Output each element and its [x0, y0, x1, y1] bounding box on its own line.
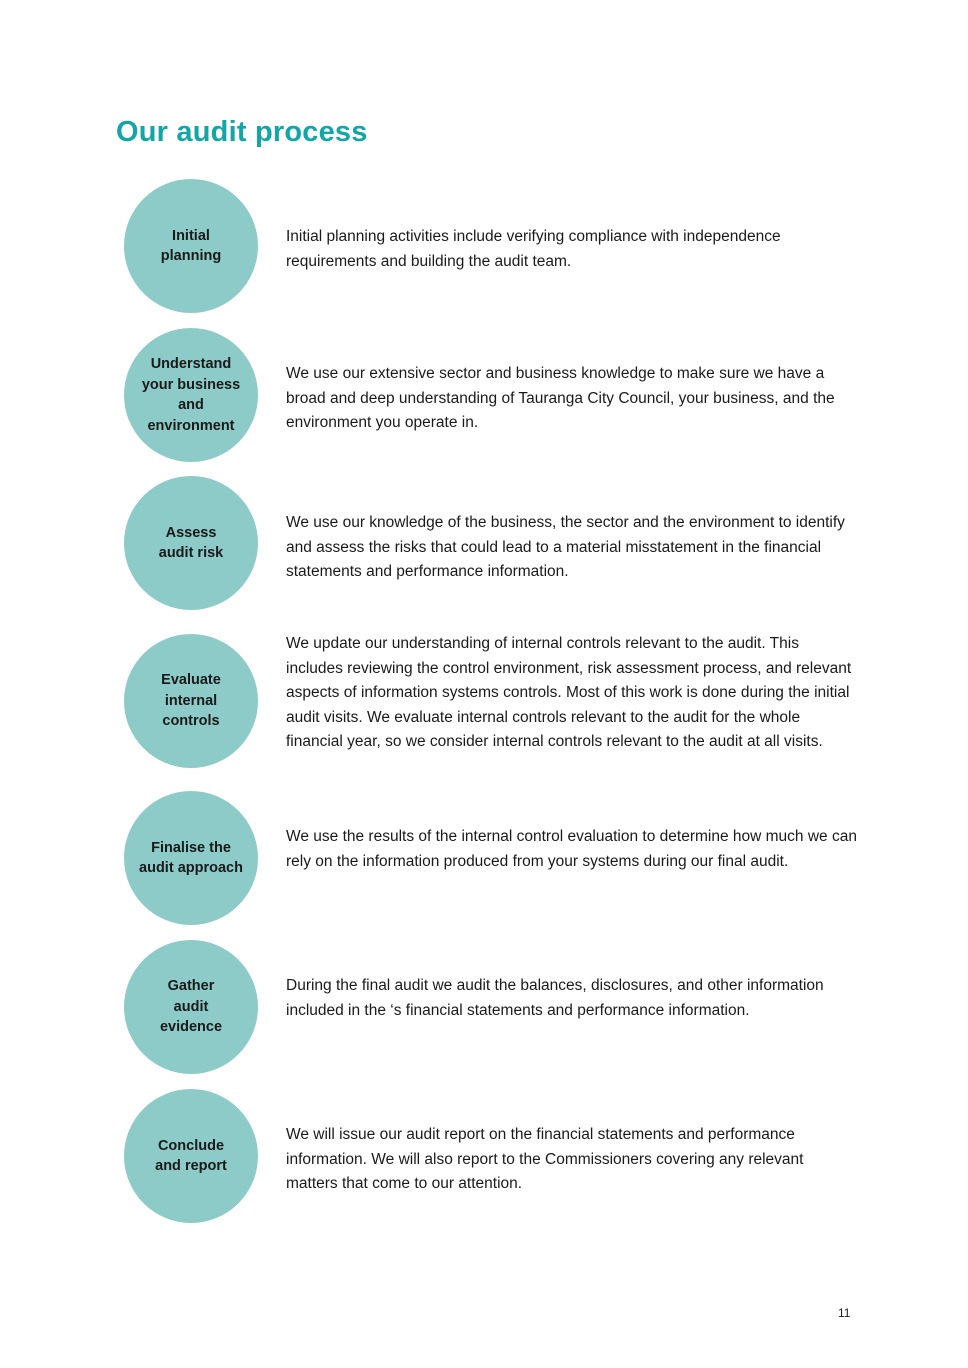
- page-title: Our audit process: [116, 116, 368, 148]
- step-label: Evaluate internal controls: [161, 672, 221, 730]
- step-description: We use our knowledge of the business, th…: [286, 514, 845, 580]
- step-circle: Gather audit evidence: [124, 940, 258, 1074]
- step-circle: Initial planning: [124, 179, 258, 313]
- step-description: We will issue our audit report on the fi…: [286, 1126, 804, 1192]
- step-label: Finalise the audit approach: [139, 839, 243, 877]
- step-circle: Finalise the audit approach: [124, 791, 258, 925]
- step-description: We update our understanding of internal …: [286, 635, 852, 750]
- step-circle: Assess audit risk: [124, 476, 258, 610]
- step-label: Understand your business and environment: [141, 356, 241, 434]
- step-description: We use the results of the internal contr…: [286, 828, 857, 870]
- step-circle: Understand your business and environment: [124, 328, 258, 462]
- step-description: During the final audit we audit the bala…: [286, 977, 824, 1019]
- step-label: Conclude and report: [155, 1137, 227, 1175]
- step-description: We use our extensive sector and business…: [286, 365, 835, 431]
- step-label: Gather audit evidence: [159, 978, 223, 1036]
- step-circle: Evaluate internal controls: [124, 634, 258, 768]
- step-description: Initial planning activities include veri…: [286, 228, 781, 270]
- step-label: Assess audit risk: [158, 524, 224, 562]
- step-circle: Conclude and report: [124, 1089, 258, 1223]
- page-number: 11: [838, 1306, 851, 1320]
- step-label: Initial planning: [160, 227, 222, 265]
